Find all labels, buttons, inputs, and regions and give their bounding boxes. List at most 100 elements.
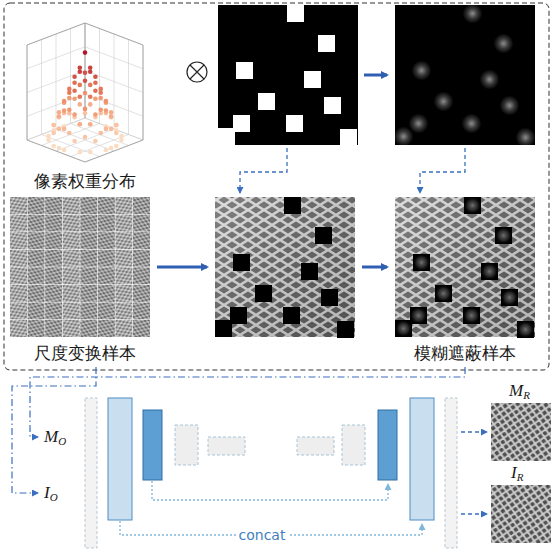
weight-point (62, 99, 67, 104)
grid-line (85, 23, 86, 118)
weight-point (114, 131, 119, 136)
blur-spot (516, 128, 536, 148)
sample-tile (98, 250, 115, 267)
sample-tile (98, 267, 115, 284)
multiply-symbol (187, 62, 207, 82)
weight-point (83, 78, 88, 83)
dashed-arrows (240, 148, 465, 193)
weight-point (88, 83, 93, 88)
sample-tile (10, 250, 27, 267)
weight-point (93, 97, 98, 102)
weight-point (78, 65, 83, 70)
blurred-spots (394, 4, 536, 148)
weight-point (78, 83, 83, 88)
weight-point (83, 71, 88, 76)
grid-line (27, 23, 85, 45)
weight-point (57, 114, 62, 119)
occlusion-square (463, 307, 480, 324)
grid-line (85, 47, 143, 69)
weight-point (104, 108, 109, 113)
axis-line (27, 45, 28, 140)
mask-image (218, 5, 358, 145)
weight-point (51, 123, 56, 128)
axis-line (27, 140, 85, 162)
grid-line (85, 23, 143, 45)
blur-spot (434, 92, 454, 112)
grid-line (41, 40, 42, 135)
weight-point (72, 97, 77, 102)
sample-tile (80, 232, 97, 249)
sample-shade (395, 197, 535, 337)
weight-plot (27, 23, 143, 162)
occlusion-square (230, 307, 247, 324)
grid-line (56, 129, 114, 151)
weight-point (104, 99, 109, 104)
weight-point (88, 102, 93, 107)
occlusion-square (315, 227, 332, 244)
blur-masked-sample (395, 197, 535, 337)
blur-masked-squares (395, 197, 535, 339)
weight-point (83, 111, 88, 116)
blur-spot (463, 4, 483, 24)
output-arrows (461, 432, 487, 514)
weight-point (46, 138, 51, 143)
occlusion-square (481, 263, 498, 280)
sample-tile (63, 285, 80, 302)
scaled-sample-grid (10, 197, 150, 337)
blur-spot (409, 114, 429, 134)
weight-point (83, 135, 88, 140)
weight-point (46, 134, 51, 139)
weight-point (98, 108, 103, 113)
sample-tile (45, 302, 62, 319)
grid-line (27, 140, 85, 162)
sample-tile (45, 285, 62, 302)
weight-point (67, 91, 72, 96)
sample-tile (133, 197, 150, 214)
output-symbol: MR (509, 380, 530, 406)
occlusion-square (517, 321, 534, 338)
occlusion-square (395, 320, 412, 337)
sample-tile (28, 232, 45, 249)
sample-tile (115, 250, 132, 267)
occlusion-square (301, 263, 318, 280)
weight-point (83, 91, 88, 96)
occlusion-square (337, 321, 354, 338)
sample-tile (63, 250, 80, 267)
grid-line (27, 71, 85, 93)
weight-point (119, 138, 124, 143)
blur-spot (464, 197, 482, 215)
sample-tile (115, 302, 132, 319)
input-lines (12, 367, 465, 493)
sample-tile (98, 302, 115, 319)
dashed-frame (4, 3, 549, 370)
mask-square (233, 115, 250, 132)
grid-line (56, 129, 114, 151)
axis-line (85, 140, 143, 162)
sample-tile (10, 285, 27, 302)
axis-line (27, 23, 85, 45)
blur-spot (462, 114, 482, 134)
sample-tile (10, 197, 27, 214)
sample-tile (63, 320, 80, 337)
occlusion-square (321, 289, 338, 306)
mask-square (318, 35, 335, 52)
sample-tile (133, 285, 150, 302)
weight-point (109, 127, 114, 132)
weight-point (51, 144, 56, 149)
weight-point (78, 95, 83, 100)
concat-label: concat (236, 527, 289, 544)
grid-line (42, 135, 100, 157)
weight-point (62, 108, 67, 113)
sample-tile (80, 197, 97, 214)
mask-square (304, 71, 321, 88)
sample-tile (115, 320, 132, 337)
occlusion-square (410, 307, 427, 324)
weight-point (109, 126, 114, 131)
figure-caption: 像素权重分布 (34, 172, 136, 192)
grid-line (27, 47, 85, 69)
blur-spot (517, 321, 535, 339)
weight-point (78, 150, 83, 155)
blur-spot (500, 96, 520, 116)
image-output-image (491, 485, 551, 543)
sample-tile (80, 250, 97, 267)
